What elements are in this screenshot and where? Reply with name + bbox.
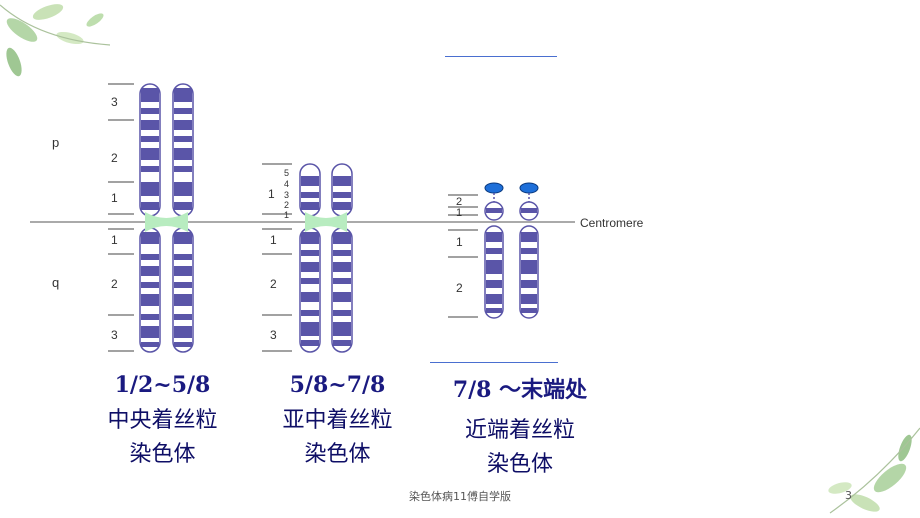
chrom2-band-p4: 4 <box>284 179 289 189</box>
chrom2-band-q1: 1 <box>270 233 277 247</box>
arm-p-label: p <box>52 135 59 150</box>
leaf-decoration-bottom-right <box>828 427 920 514</box>
chrom3-band-q2: 2 <box>456 281 463 295</box>
chrom3-band-q1: 1 <box>456 235 463 249</box>
caption-ratio-submetacentric: 5/8~7/8 <box>289 372 386 398</box>
satellite-right <box>519 182 539 194</box>
caption-type-acrocentric: 近端着丝粒 <box>464 418 575 443</box>
chrom2-band-q3: 3 <box>270 328 277 342</box>
caption-acrocentric: 7/8 ～末端处 近端着丝粒 染色体 <box>430 372 610 482</box>
chrom2-band-p3: 3 <box>284 190 289 200</box>
centromere-label: Centromere <box>580 216 644 230</box>
caption-submetacentric: 5/8~7/8 亚中着丝粒 染色体 <box>255 372 420 472</box>
caption-ratio-acrocentric: 7/8 ～末端处 <box>452 377 588 403</box>
chrom2-band-p2: 2 <box>284 200 289 210</box>
caption-type-metacentric: 中央着丝粒 <box>107 408 218 433</box>
chrom3-band-p1: 1 <box>456 207 462 219</box>
accent-line-top <box>445 56 557 57</box>
page-number: 3 <box>845 489 852 502</box>
submetacentric-chromosome: 5 4 3 2 1 1 1 2 3 <box>262 163 353 353</box>
satellite-left <box>484 182 504 194</box>
caption-ratio-metacentric: 1/2~5/8 <box>114 372 211 398</box>
chrom2-band-p1: 1 <box>284 210 289 220</box>
chrom1-band-p1: 1 <box>111 191 118 205</box>
caption-type-submetacentric: 亚中着丝粒 <box>282 408 393 433</box>
chrom1-band-q1: 1 <box>111 233 118 247</box>
chrom2-band-q2: 2 <box>270 277 277 291</box>
chrom1-band-q3: 3 <box>111 328 118 342</box>
chrom1-band-q2: 2 <box>111 277 118 291</box>
chrom2-band-p5: 5 <box>284 168 289 178</box>
leaf-decoration-top-left <box>0 4 111 77</box>
slide-footer: 染色体病11傅自学版 <box>409 490 511 503</box>
chrom2-band-1: 1 <box>268 187 275 201</box>
chrom1-band-p2: 2 <box>111 151 118 165</box>
acrocentric-chromosome: 2 1 1 2 <box>448 182 539 319</box>
caption-label-acrocentric: 染色体 <box>486 452 553 477</box>
caption-label-submetacentric: 染色体 <box>304 442 371 467</box>
arm-q-label: q <box>52 275 59 290</box>
caption-metacentric: 1/2~5/8 中央着丝粒 染色体 <box>80 372 245 472</box>
chromosome-figure: Centromere p q 3 2 1 1 2 3 <box>30 52 668 360</box>
chromosome-diagram: Centromere p q 3 2 1 1 2 3 <box>30 83 644 353</box>
chrom3-band-p2: 2 <box>456 196 462 208</box>
accent-line-bottom <box>430 362 558 363</box>
chrom1-band-p3: 3 <box>111 95 118 109</box>
metacentric-chromosome: 3 2 1 1 2 3 <box>108 83 194 353</box>
caption-label-metacentric: 染色体 <box>129 442 196 467</box>
